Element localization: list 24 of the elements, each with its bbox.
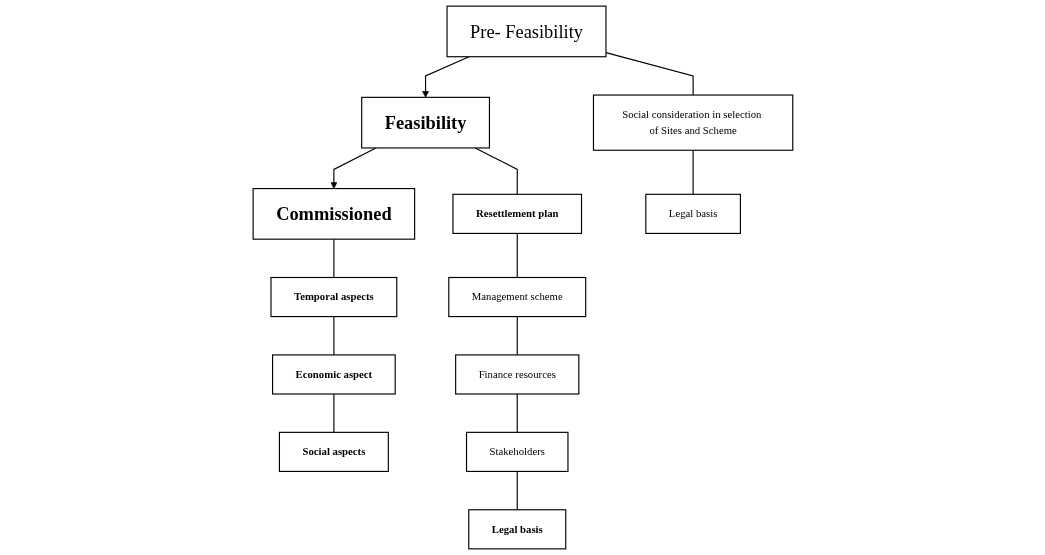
node-box: Management scheme	[447, 276, 586, 318]
connector	[516, 316, 518, 356]
node-box: Pre- Feasibility	[446, 5, 607, 58]
node-box: Social consideration in selection of Sites and Scheme	[592, 94, 793, 151]
connector	[516, 232, 518, 279]
connector	[332, 316, 334, 356]
arrow	[421, 56, 470, 98]
node-box: Feasibility	[360, 96, 490, 149]
arrow	[330, 147, 377, 189]
node-box: Finance resources	[454, 354, 579, 395]
node-box: Stakeholders	[465, 431, 569, 472]
node-box: Legal basis	[467, 509, 566, 550]
connector	[516, 393, 518, 433]
connector	[692, 149, 694, 195]
node-box: Resettlement plan	[451, 193, 582, 234]
node-box: Social aspects	[278, 431, 389, 472]
node-box: Economic aspect	[271, 354, 396, 395]
connector	[474, 147, 518, 195]
node-box: Temporal aspects	[269, 276, 397, 318]
node-box: Legal basis	[644, 193, 741, 234]
node-box: Commissioned	[252, 188, 415, 240]
connector	[332, 393, 334, 433]
connector	[516, 470, 518, 511]
connector	[332, 238, 334, 279]
